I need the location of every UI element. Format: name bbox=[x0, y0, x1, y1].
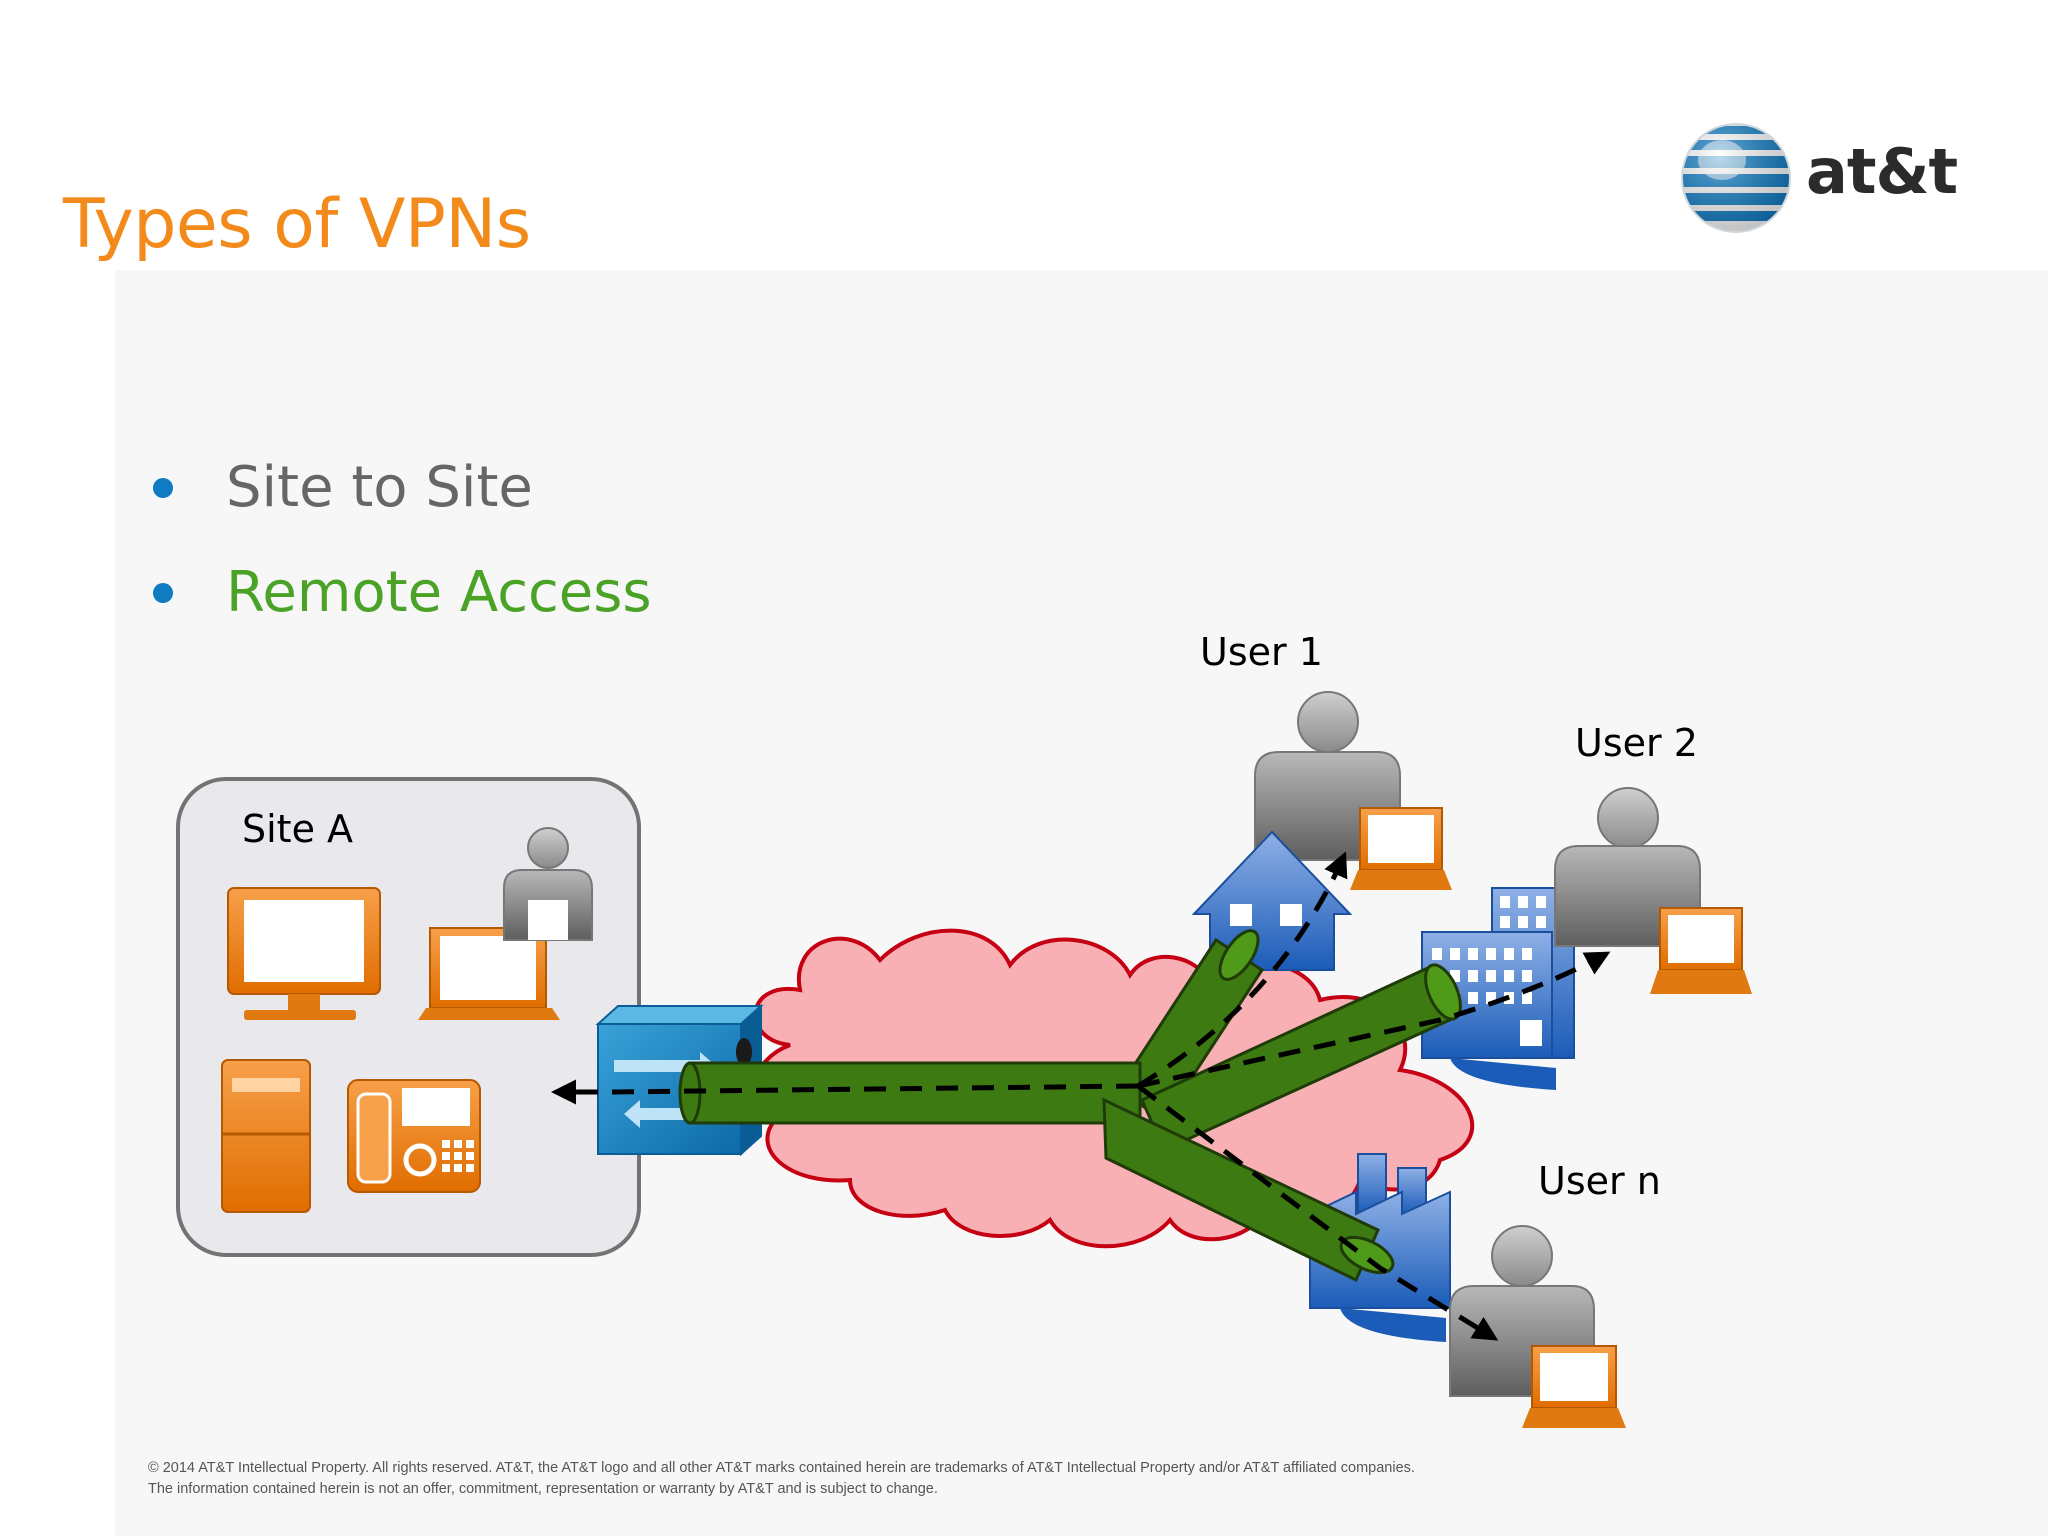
slide-title: Types of VPNs bbox=[63, 185, 531, 264]
att-logo: at&t bbox=[1678, 120, 1958, 236]
desktop-monitor-icon bbox=[227, 887, 381, 1020]
tunnel-main bbox=[678, 1061, 1142, 1125]
copyright-footer: © 2014 AT&T Intellectual Property. All r… bbox=[148, 1460, 1415, 1497]
site-user-icon bbox=[503, 827, 593, 941]
bullet-text: Remote Access bbox=[226, 560, 652, 625]
traffic-to-user-1 bbox=[1136, 851, 1348, 1089]
user-n-group: User n bbox=[1309, 1153, 1661, 1428]
bullet-dot-icon bbox=[153, 583, 173, 603]
traffic-to-user-2 bbox=[1137, 951, 1611, 1089]
user-1-label: User 1 bbox=[1200, 630, 1323, 674]
user-n-label: User n bbox=[1538, 1159, 1661, 1203]
user-1-group: User 1 bbox=[1191, 630, 1452, 971]
user-2-label: User 2 bbox=[1575, 721, 1698, 765]
att-globe-icon bbox=[1681, 123, 1791, 233]
user-2-laptop-icon bbox=[1650, 907, 1752, 994]
laptop-icon bbox=[418, 927, 560, 1020]
att-logo-text: at&t bbox=[1806, 135, 1958, 208]
bullet-text: Site to Site bbox=[226, 455, 533, 520]
ip-phone-icon bbox=[347, 1079, 481, 1193]
home-icon bbox=[1191, 830, 1353, 971]
user-n-laptop-icon bbox=[1522, 1345, 1626, 1428]
site-a: Site A bbox=[176, 777, 641, 1257]
bullet-dot-icon bbox=[153, 478, 173, 498]
user-1-laptop-icon bbox=[1350, 807, 1452, 890]
traffic-to-user-n bbox=[1136, 1084, 1499, 1341]
user-2-group: User 2 bbox=[1421, 721, 1752, 1090]
traffic-paths bbox=[551, 851, 1611, 1341]
server-icon bbox=[221, 1059, 311, 1213]
site-a-label: Site A bbox=[242, 807, 353, 851]
